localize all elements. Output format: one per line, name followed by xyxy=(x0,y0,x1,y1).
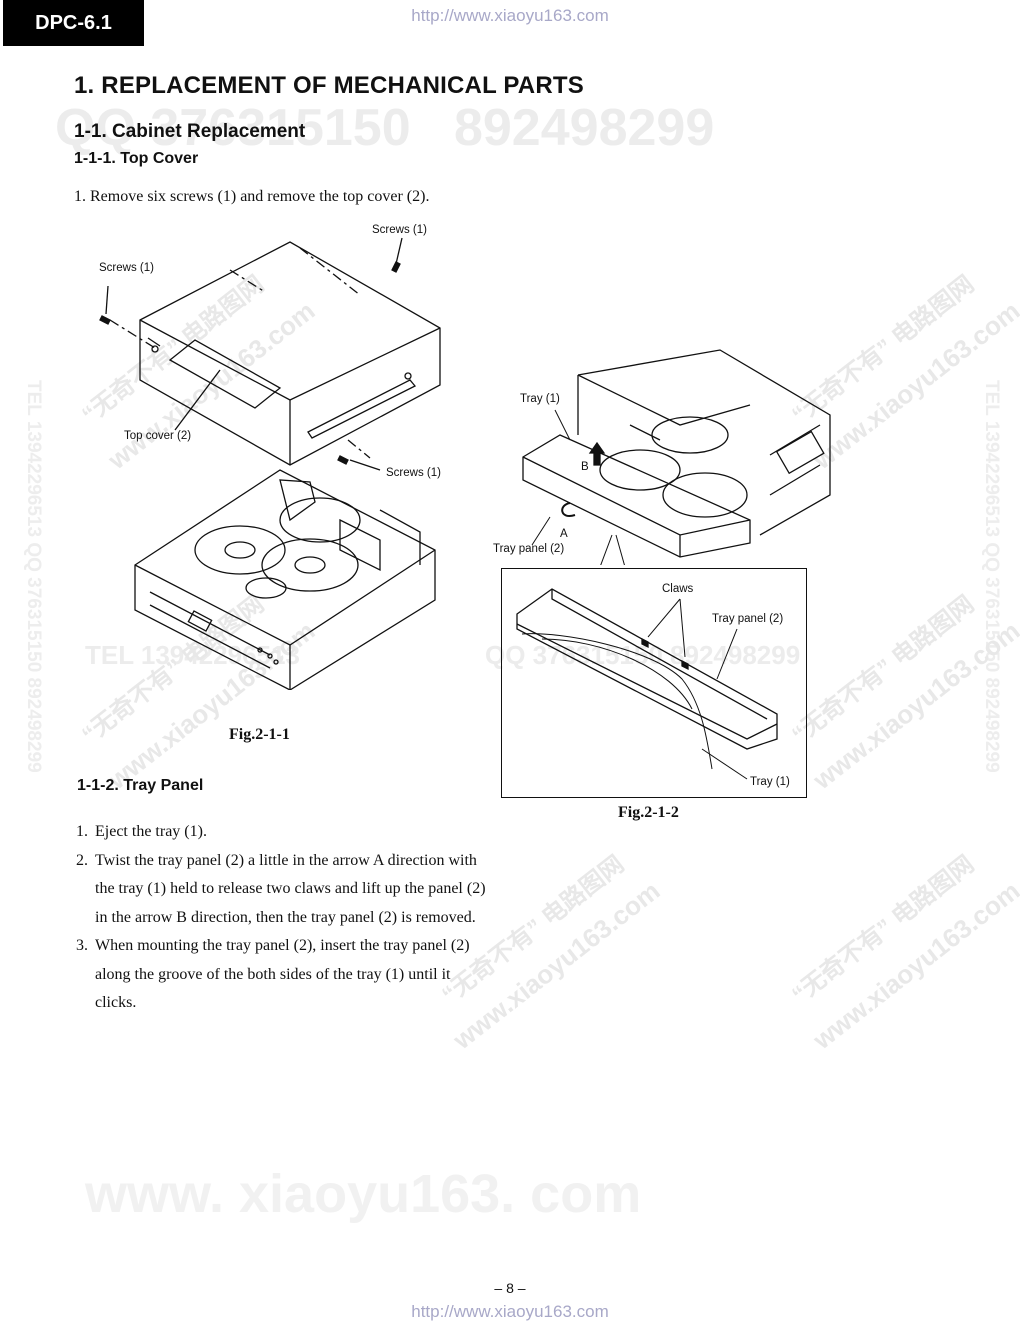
watermark-qq-2: QQ 376315150 892498299 xyxy=(485,640,801,670)
figure1-caption: Fig.2-1-1 xyxy=(229,726,290,743)
label-screws-bottom: Screws (1) xyxy=(386,467,441,479)
header-url-link[interactable]: http://www.xiaoyu163.com xyxy=(411,6,609,25)
watermark-vertical-left: TEL 13942296513 QQ 376315150 892498299 xyxy=(23,380,44,773)
screw-icons xyxy=(99,261,401,465)
step-number: 3. xyxy=(76,937,88,954)
step-number: 2. xyxy=(76,851,88,869)
label-top-cover: Top cover (2) xyxy=(124,430,192,442)
figure2-caption: Fig.2-1-2 xyxy=(618,804,679,821)
watermark-qq: QQ 376315150 892498299 xyxy=(55,99,715,157)
label-tray: Tray (1) xyxy=(520,393,560,405)
label-claws: Claws xyxy=(662,583,694,595)
label-screws-top-right: Screws (1) xyxy=(372,224,427,236)
step-item: 1. Eject the tray (1). xyxy=(76,818,486,847)
subsection-heading-top-cover: 1-1-1. Top Cover xyxy=(74,150,199,167)
page-number: – 8 – xyxy=(494,1280,526,1296)
unit-front-drawing xyxy=(522,349,831,558)
watermark-vertical-right: TEL 13942296513 QQ 376315150 892498299 xyxy=(981,380,1002,773)
watermark-tel: TEL 13942296513 xyxy=(85,640,300,670)
cd-changer-unit-drawing xyxy=(134,469,436,690)
step-text: Twist the tray panel (2) a little in the… xyxy=(95,851,486,926)
step-number: 1. xyxy=(76,823,88,840)
step-text: When mounting the tray panel (2), insert… xyxy=(95,937,470,1011)
page-title: 1. REPLACEMENT OF MECHANICAL PARTS xyxy=(74,72,584,99)
inset-detail-drawing xyxy=(516,588,778,780)
label-tray-panel: Tray panel (2) xyxy=(493,543,565,555)
label-arrow-a: A xyxy=(560,528,568,540)
label-arrow-b: B xyxy=(581,461,589,473)
arrow-b-icon xyxy=(588,441,606,466)
step-item: 2. Twist the tray panel (2) a little in t… xyxy=(76,847,486,933)
label-screws-left: Screws (1) xyxy=(99,262,154,274)
top-cover-drawing xyxy=(139,241,441,466)
watermark-big-site: www. xiaoyu163. com xyxy=(85,1164,642,1224)
step-text: Eject the tray (1). xyxy=(95,823,207,840)
figure-top-cover-diagram xyxy=(99,237,441,690)
top-cover-instruction: 1. Remove six screws (1) and remove the … xyxy=(74,188,430,205)
label-inset-tray: Tray (1) xyxy=(750,776,790,788)
label-inset-tray-panel: Tray panel (2) xyxy=(712,613,784,625)
tray-panel-steps: 1. Eject the tray (1). 2. Twist the tray p… xyxy=(76,818,486,1018)
step-item: 3. When mounting the tray panel (2), inse… xyxy=(76,932,486,1018)
model-tag: DPC-6.1 xyxy=(3,0,144,46)
footer-url-link[interactable]: http://www.xiaoyu163.com xyxy=(411,1302,609,1321)
inset-detail-frame xyxy=(501,568,807,798)
section-heading: 1-1. Cabinet Replacement xyxy=(74,121,306,142)
subsection-heading-tray-panel: 1-1-2. Tray Panel xyxy=(77,777,204,794)
arrow-a-icon xyxy=(561,502,576,517)
figure-tray-panel-diagram xyxy=(522,349,831,565)
